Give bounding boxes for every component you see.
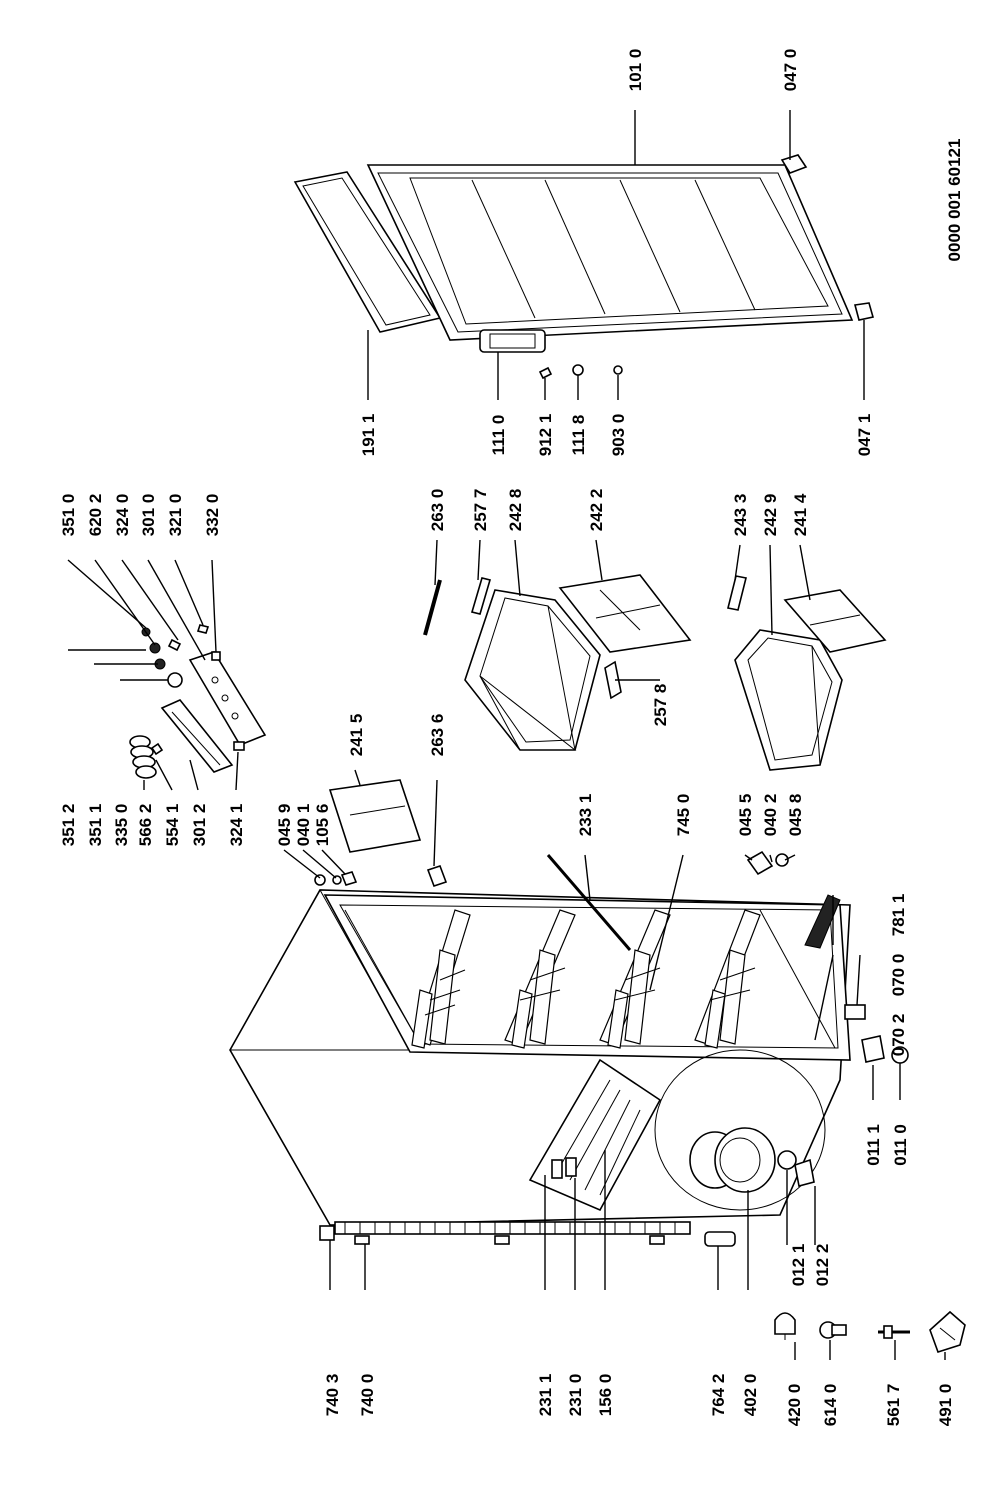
label-740-3: 740 3: [323, 1374, 342, 1417]
label-740-0: 740 0: [358, 1374, 377, 1417]
label-040-1: 040 1: [294, 804, 313, 847]
label-912-1: 912 1: [536, 414, 555, 457]
label-241-4: 241 4: [791, 493, 810, 536]
label-620-2: 620 2: [86, 494, 105, 537]
label-040-2: 040 2: [761, 794, 780, 837]
label-335-0: 335 0: [112, 804, 131, 847]
label-554-1: 554 1: [163, 804, 182, 847]
label-231-0: 231 0: [566, 1374, 585, 1417]
label-301-0: 301 0: [139, 494, 158, 537]
label-045-5: 045 5: [736, 794, 755, 837]
compressor: [689, 1127, 776, 1193]
label-420-0: 420 0: [785, 1384, 804, 1427]
label-045-8: 045 8: [786, 794, 805, 837]
part-labels: 101 0 047 0 047 1 191 1 111 0 912 1 111 …: [59, 49, 955, 1427]
label-257-8: 257 8: [651, 684, 670, 727]
label-047-1: 047 1: [855, 414, 874, 457]
label-257-7: 257 7: [471, 489, 490, 532]
label-012-1: 012 1: [789, 1244, 808, 1287]
label-781-1: 781 1: [889, 894, 908, 937]
label-321-0: 321 0: [166, 494, 185, 537]
label-614-0: 614 0: [821, 1384, 840, 1427]
vent-grille: [528, 1058, 662, 1212]
label-324-1: 324 1: [227, 804, 246, 847]
label-241-5: 241 5: [347, 714, 366, 757]
label-263-0: 263 0: [428, 489, 447, 532]
label-191-1: 191 1: [359, 414, 378, 457]
label-231-1: 231 1: [536, 1374, 555, 1417]
label-105-6: 105 6: [313, 804, 332, 847]
drawers: [423, 539, 887, 771]
label-402-0: 402 0: [741, 1374, 760, 1417]
evaporator-shelves: [411, 909, 761, 1049]
label-070-0: 070 0: [889, 954, 908, 997]
label-012-2: 012 2: [813, 1244, 832, 1287]
label-351-1: 351 1: [86, 804, 105, 847]
label-764-2: 764 2: [709, 1374, 728, 1417]
label-566-2: 566 2: [136, 804, 155, 847]
label-745-0: 745 0: [674, 794, 693, 837]
label-045-9: 045 9: [275, 804, 294, 847]
label-242-8: 242 8: [506, 489, 525, 532]
control-parts: [67, 559, 267, 791]
label-101-0: 101 0: [626, 49, 645, 92]
label-332-0: 332 0: [203, 494, 222, 537]
shelf-hatching: [424, 967, 756, 1016]
label-242-9: 242 9: [761, 494, 780, 537]
cabinet-body: [229, 769, 909, 1290]
door-assembly: [293, 110, 875, 400]
label-011-1: 011 1: [864, 1124, 883, 1166]
label-263-6: 263 6: [428, 714, 447, 757]
label-156-0: 156 0: [596, 1374, 615, 1417]
label-351-0: 351 0: [59, 494, 78, 537]
drawing-number: 0000 001 60121: [945, 139, 964, 262]
label-301-2: 301 2: [190, 804, 209, 847]
label-233-1: 233 1: [576, 794, 595, 837]
label-491-0: 491 0: [936, 1384, 955, 1427]
spring-coil: [129, 735, 157, 779]
label-242-2: 242 2: [587, 489, 606, 532]
label-243-3: 243 3: [731, 494, 750, 537]
condenser-strip: [334, 1221, 691, 1245]
label-324-0: 324 0: [113, 494, 132, 537]
label-111-0: 111 0: [489, 415, 508, 456]
loose-parts: [774, 1310, 966, 1360]
label-351-2: 351 2: [59, 804, 78, 847]
label-903-0: 903 0: [609, 414, 628, 457]
label-561-7: 561 7: [884, 1384, 903, 1427]
label-111-8: 111 8: [569, 415, 588, 456]
label-011-0: 011 0: [891, 1124, 910, 1166]
label-070-2: 070 2: [889, 1014, 908, 1057]
label-047-0: 047 0: [781, 49, 800, 92]
